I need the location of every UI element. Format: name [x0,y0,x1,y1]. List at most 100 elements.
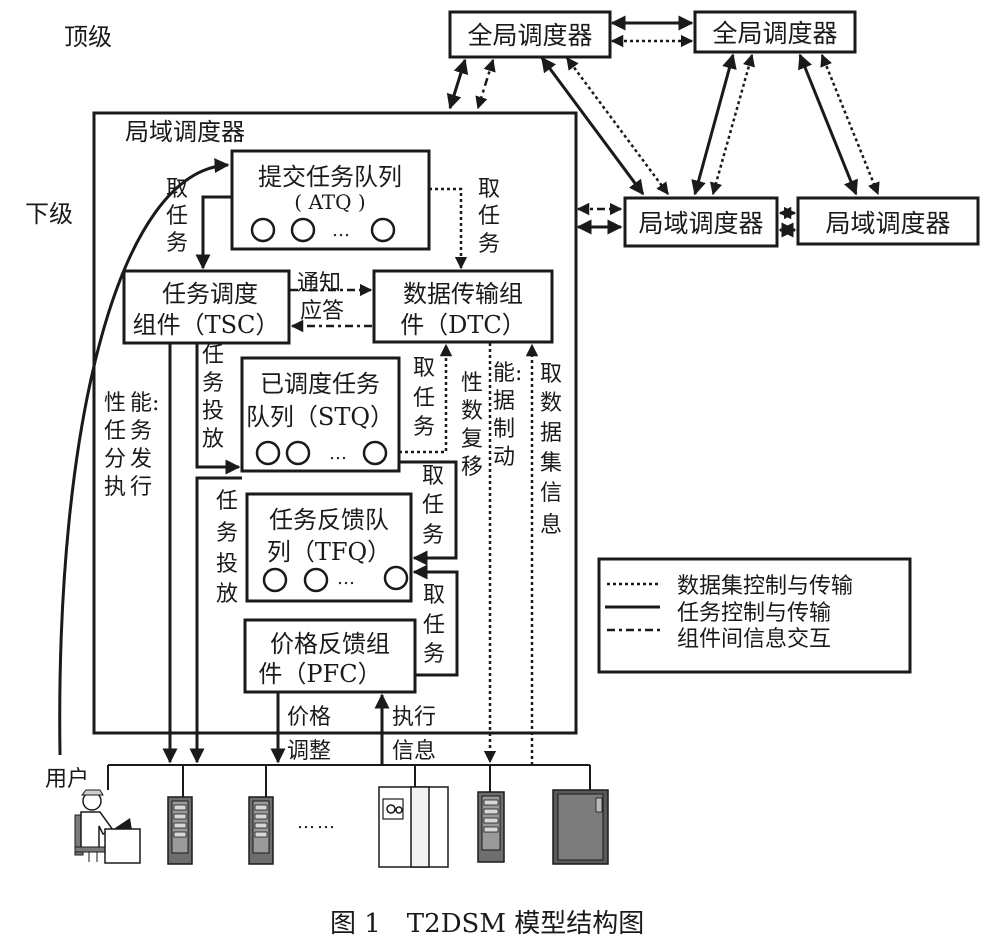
user-label: 用户 [45,767,89,792]
svg-text:能:: 能: [493,361,522,386]
svg-text:务: 务 [202,371,224,396]
gs2-ls1-solid-link [691,53,737,196]
atq-queue-slot [290,217,316,243]
internal-flows [58,158,539,765]
task-dispatch-label-1: 任 务 投 放 [202,343,224,452]
svg-text:分: 分 [104,447,126,472]
svg-text:任: 任 [216,489,238,514]
svg-text:务: 务 [423,642,445,667]
svg-text:信息: 信息 [392,739,436,764]
svg-text:取: 取 [478,177,500,202]
stq-dispatch-down-flow [189,476,242,764]
atq-queue-slot [250,217,276,243]
stq-queue-slot [285,440,311,466]
tsc-box[interactable]: 任务调度 组件（TSC） [122,269,291,345]
svg-text:任: 任 [202,343,224,368]
atq-queue-slot [370,217,396,243]
svg-text:复: 复 [461,427,483,452]
gs1-main-solid-link [446,58,469,110]
legend-item-solid: 任务控制与传输 [605,601,831,626]
global-scheduler-1-label: 全局调度器 [467,21,592,50]
atq-to-tsc-flow [195,195,232,270]
pfc-label-line2: 件（PFC） [258,660,381,688]
tfq-queue-slot [303,567,329,593]
lower-level-label: 下级 [25,200,73,228]
tsc-label-line2: 组件（TSC） [133,311,280,339]
pfc-box[interactable]: 价格反馈组 件（PFC） [243,618,417,694]
annotations: 取 任 务 取 任 务 通知 应答 任 务 投 放 任 务 投 放 性 任 分 … [104,177,562,764]
atq-box[interactable]: 提交任务队列 ( ATQ ) … [230,149,431,251]
svg-text:执行: 执行 [392,705,436,730]
tfq-label-line1: 任务反馈队 [269,506,389,534]
local-scheduler-2[interactable]: 局域调度器 [796,196,980,246]
resource-bus [107,764,591,797]
gs2-ls1-dotted-link [710,53,755,196]
server-3-icon[interactable] [477,791,505,863]
server-2-icon[interactable] [248,796,274,865]
svg-text:移: 移 [461,455,483,480]
svg-text:调整: 调整 [287,739,331,764]
global-scheduler-2-label: 全局调度器 [712,19,837,48]
resources-ellipsis: …… [297,812,337,833]
svg-text:性: 性 [461,371,483,396]
dtc-label-line2: 件（DTC） [400,311,526,339]
task-dispatch-label-2: 任 务 投 放 [216,489,238,607]
pfc-to-tfq-flow [412,564,459,677]
svg-text:务: 务 [130,419,152,444]
gs1-main-dashdot-link [475,58,496,110]
fetch-dataset-info-label: 取 数 据 集 信 息 [540,362,562,538]
gs2-ls2-dotted-link [820,53,880,196]
legend-item-dotted: 数据集控制与传输 [607,574,853,599]
atq-label-line1: 提交任务队列 [258,163,402,191]
user-submit-curve [58,158,230,756]
fetch-task-tfq2-label: 取 任 务 [423,583,445,667]
svg-text:据: 据 [540,421,562,446]
tfq-box[interactable]: 任务反馈队 列（TFQ） … [245,492,413,603]
user-workstation-icon[interactable] [74,789,141,864]
tsc-label-line1: 任务调度 [162,280,258,308]
svg-text:取: 取 [413,356,435,381]
local-scheduler-1-label: 局域调度器 [638,209,763,238]
tfq-queue-slot [383,565,409,591]
atq-label-line2: ( ATQ ) [294,190,365,214]
svg-text:取: 取 [166,177,188,202]
stq-label-line1: 已调度任务 [260,370,380,398]
svg-text:务: 务 [422,523,444,548]
svg-text:信: 信 [540,481,562,506]
global-scheduler-2[interactable]: 全局调度器 [693,10,857,54]
svg-text:数: 数 [461,399,483,424]
legend: 数据集控制与传输 任务控制与传输 组件间信息交互 [597,557,912,674]
svg-text:任: 任 [422,493,444,518]
svg-text:投: 投 [202,399,224,424]
svg-text:任: 任 [104,419,126,444]
svg-text:放: 放 [202,427,224,452]
svg-text:行: 行 [130,475,152,500]
main-local-scheduler-title: 局域调度器 [125,118,245,146]
svg-text:任: 任 [423,613,445,638]
svg-text:能:: 能: [130,391,159,416]
server-1-icon[interactable] [167,796,193,865]
stq-queue-slot [362,440,388,466]
stq-queue-ellipsis: … [329,443,347,464]
figure-caption: 图 1 T2DSM 模型结构图 [330,909,644,939]
gs2-ls2-solid-link [798,53,858,196]
fetch-task-stq-label: 取 任 务 [413,356,435,440]
svg-text:执: 执 [104,475,126,500]
svg-text:放: 放 [216,582,238,607]
local-scheduler-2-label: 局域调度器 [825,209,950,238]
dtc-label-line1: 数据传输组 [403,280,523,308]
svg-text:任: 任 [413,386,435,411]
svg-text:任: 任 [166,204,188,229]
stq-to-tfq-flow [399,460,458,566]
legend-label-dataset: 数据集控制与传输 [677,574,853,599]
dtc-box[interactable]: 数据传输组 件（DTC） [372,269,554,344]
svg-text:取: 取 [540,362,562,387]
storage-cabinet-icon[interactable] [378,786,449,868]
local-scheduler-1[interactable]: 局域调度器 [623,196,779,248]
global-scheduler-1[interactable]: 全局调度器 [448,10,612,59]
mainframe-icon[interactable] [552,789,609,865]
svg-text:制: 制 [493,417,515,442]
scheduler-network-links [446,15,880,238]
stq-box[interactable]: 已调度任务 队列（STQ） … [240,356,401,473]
legend-label-task: 任务控制与传输 [677,601,831,626]
